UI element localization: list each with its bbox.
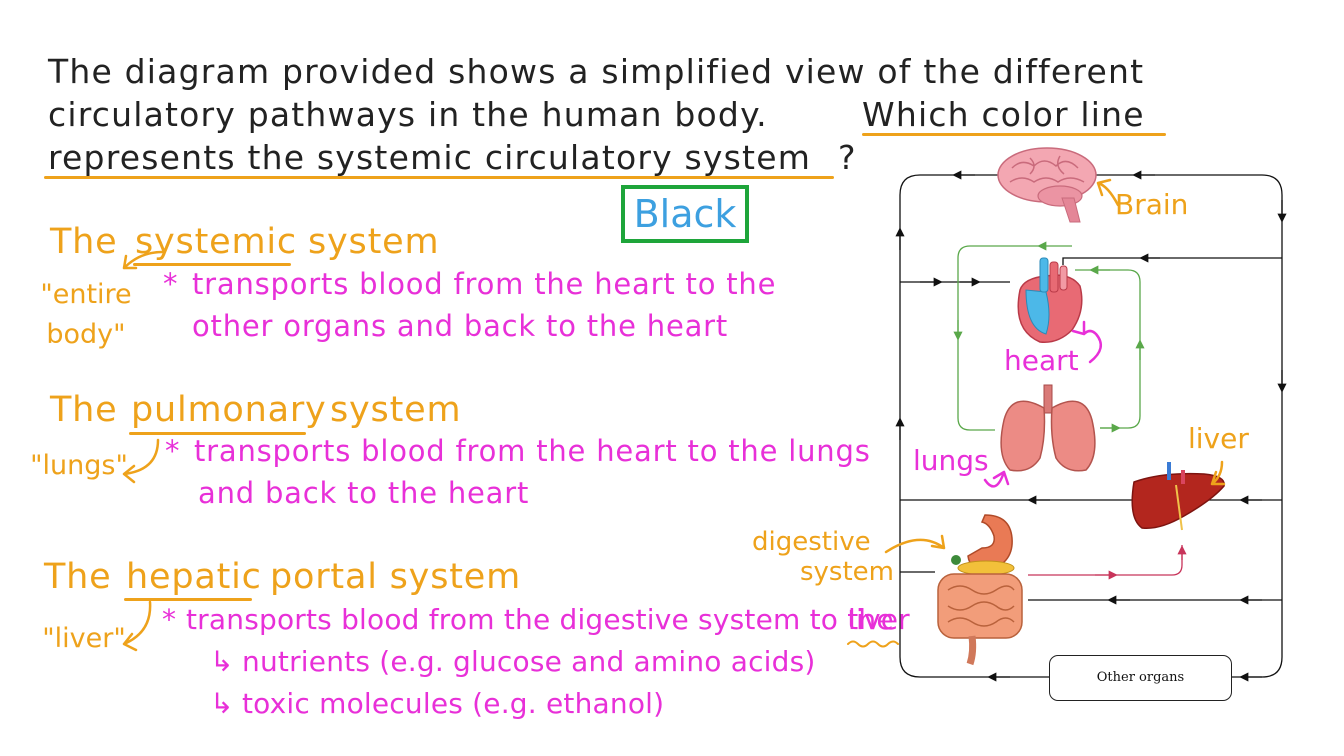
description-line-1: transports blood from the heart to the l…	[194, 434, 871, 468]
pulmonary-bracket-arrow	[122, 438, 160, 484]
hepatic-bracket-arrow	[122, 600, 152, 652]
question-underline-1	[862, 133, 1166, 136]
nickname-line-1: "entire	[40, 279, 132, 310]
other-organs-box: Other organs	[1049, 655, 1232, 701]
description-line-2: and back to the heart	[198, 476, 530, 510]
lungs-arrow	[983, 470, 1010, 488]
keyword-underline	[133, 263, 291, 266]
question-mark: ?	[838, 138, 857, 177]
question-line-2b: Which color line	[862, 95, 1145, 134]
liver-arrow	[1210, 460, 1226, 486]
nickname: "liver"	[42, 623, 126, 654]
sub-item-1: nutrients (e.g. glucose and amino acids)	[242, 645, 816, 678]
heading-the: The	[50, 390, 118, 430]
label-brain: Brain	[1115, 188, 1189, 221]
nickname: "lungs"	[30, 450, 128, 481]
description-line-1: transports blood from the digestive syst…	[186, 603, 894, 636]
sub-arrow-2: ↳	[210, 687, 234, 720]
heading-keyword: pulmonary	[131, 390, 327, 430]
sub-item-2: toxic molecules (e.g. ethanol)	[242, 687, 665, 720]
label-liver: liver	[1188, 422, 1249, 455]
liver-icon	[1131, 462, 1225, 531]
annotation-arrows	[122, 178, 1226, 652]
brain-icon	[997, 147, 1097, 223]
heart-icon	[1017, 257, 1083, 343]
digestive-arrow	[884, 534, 946, 554]
heading-system: system	[330, 390, 462, 430]
systemic-arrows	[895, 170, 1287, 682]
heading-the: The	[44, 557, 112, 597]
answer-box: Black	[621, 185, 749, 243]
systemic-bracket-arrow	[122, 250, 164, 270]
lungs-icon	[1000, 384, 1096, 472]
heading-portal-system: portal system	[270, 557, 521, 597]
heart-arrow	[1071, 320, 1103, 364]
label-lungs: lungs	[913, 444, 989, 477]
hepatic-red-line	[1028, 545, 1187, 580]
question-underline-2	[44, 176, 834, 179]
pulmonary-green-lines	[953, 241, 1145, 433]
label-heart: heart	[1004, 344, 1079, 377]
liver-squiggle	[847, 640, 899, 648]
description-line-1: transports blood from the heart to the	[192, 267, 777, 301]
question-line-1: The diagram provided shows a simplified …	[48, 52, 1145, 91]
label-digestive-line-1: digestive	[752, 527, 871, 557]
keyword-underline	[124, 598, 252, 601]
bullet-star: *	[163, 267, 179, 301]
question-line-2a: circulatory pathways in the human body.	[48, 95, 768, 134]
keyword-underline	[129, 432, 306, 435]
bullet-star: *	[162, 603, 177, 636]
heading-the: The	[50, 222, 118, 262]
nickname-line-2: body"	[46, 319, 126, 350]
digestive-system-icon	[937, 514, 1023, 666]
heading-keyword: hepatic	[126, 557, 262, 597]
label-digestive-line-2: system	[800, 557, 894, 587]
description-line-2: other organs and back to the heart	[192, 309, 729, 343]
brain-arrow	[1096, 178, 1120, 207]
heading-system: system	[308, 222, 440, 262]
sub-arrow-1: ↳	[210, 645, 234, 678]
question-line-3a: represents the systemic circulatory syst…	[48, 138, 812, 177]
bullet-star: *	[165, 434, 181, 468]
heading-keyword: systemic	[135, 222, 297, 262]
